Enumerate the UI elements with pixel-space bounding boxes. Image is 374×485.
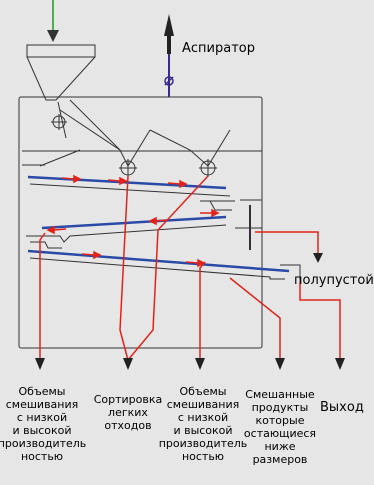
output-label-2: Сортировка легких отходов xyxy=(93,393,163,432)
output-label-1: Объемы смешивания с низкой и высокой про… xyxy=(0,385,87,463)
output-label-3: Объемы смешивания с низкой и высокой про… xyxy=(158,385,248,463)
output-label-4: Смешанные продукты которые остающиеся ни… xyxy=(243,388,317,466)
semi-empty-label: полупустой xyxy=(294,273,374,288)
sieve-supports xyxy=(26,183,301,290)
aspirator-arrow xyxy=(164,14,174,97)
exit-label: Выход xyxy=(320,400,364,415)
rotor-middle xyxy=(119,159,137,177)
aspirator-label: Аспиратор xyxy=(182,41,255,56)
rotor-right xyxy=(199,159,217,177)
separator-funnels xyxy=(39,99,231,167)
output-arrowheads xyxy=(35,253,345,370)
machine-body xyxy=(18,96,263,349)
flow-direction-arrows xyxy=(46,174,220,268)
intake-hopper xyxy=(26,44,96,101)
rotor-top-left xyxy=(51,114,67,130)
input-arrow xyxy=(47,0,59,42)
output-flow-lines xyxy=(39,175,341,361)
